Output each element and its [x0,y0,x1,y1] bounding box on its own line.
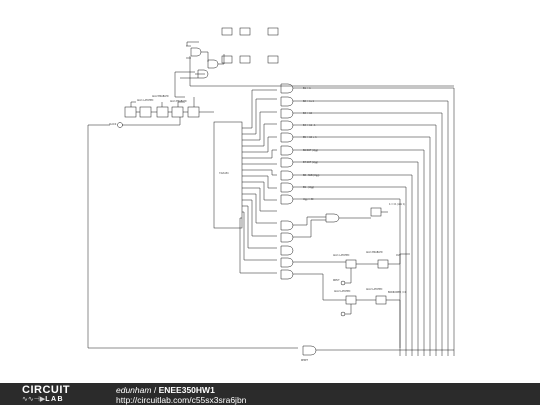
top-gate-2[interactable] [207,59,219,69]
right-bus [87,56,455,356]
clock-source[interactable] [117,122,123,128]
decoder[interactable]: 74LS154 [213,121,243,229]
logo-text-bottom: LAB [45,396,65,403]
clock-input-label: CLOCK [109,123,117,126]
reg-3[interactable] [156,106,169,118]
latch-label-d: ALU2 LATCHED [366,288,383,291]
gate-flag-3[interactable] [280,245,294,256]
gate-b8[interactable] [280,170,294,181]
top-latch-1[interactable] [221,27,233,36]
output-label-3: B3 = A0 [303,112,313,115]
gate-b6[interactable] [280,145,294,156]
output-label-7: B7 OUT (Ugg) [303,161,318,164]
gate-b7[interactable] [280,157,294,168]
latch-label-c: ALU2 LATCHED [334,290,351,293]
output-labels: B1 = A B2 = A+1 B3 = A0 B4 = A1 - 1 B5 =… [303,87,405,206]
decoder-label: 74LS154 [219,172,229,175]
reset-gate[interactable] [302,345,317,356]
top-latch-6[interactable] [267,55,279,64]
latch-d[interactable] [375,295,387,305]
bottom-gate-group[interactable]: RESET [301,345,454,362]
latch-label-b: ALU1 ENABLED [366,251,383,254]
misc-label-out: OUT [396,254,401,257]
reset-label: RESET [301,359,309,362]
latch-b[interactable] [377,259,389,269]
clock-source-3[interactable] [340,311,346,317]
latch-c[interactable] [345,295,357,305]
gate-b10[interactable] [280,194,294,205]
latch-label-1: ALU1 LATCHED [137,99,154,102]
output-label-2: B2 = A+1 [303,100,314,103]
gate-flag-4[interactable] [280,257,294,268]
output-label-5: B5 = A0 + 1 [303,136,317,139]
top-latch-4[interactable] [221,55,233,64]
latch-label-a: ALU1 LATCHED [333,254,350,257]
top-latch-group[interactable] [180,27,279,79]
schematic-canvas[interactable]: CLOCK ALU1 LATCHED ALU2 ENABLED ALU1 ENA… [0,0,540,383]
schematic-diagram: CLOCK ALU1 LATCHED ALU2 ENABLED ALU1 ENA… [87,27,455,362]
output-label-4: B4 = A1 - 1 [303,124,316,127]
output-label-9: B9 - (Ugg) [303,186,314,189]
waveform-icon: ∿∿⊣▶ [22,396,46,403]
logo-text-top: CIRCUIT [22,384,71,396]
latch-label-e: BORROWED / C0 [388,291,407,294]
input-register-chain[interactable]: CLOCK ALU1 LATCHED ALU2 ENABLED ALU1 ENA… [109,71,214,128]
gate-flag-2[interactable] [280,232,294,243]
footer-bar: CIRCUIT ∿∿⊣▶LAB edunham / ENEE350HW1 htt… [0,383,540,405]
flag-label: b = C1 (ALU 1) [389,203,405,206]
top-latch-2[interactable] [239,27,251,36]
author-link[interactable]: edunham [116,385,152,395]
clock-source-2[interactable] [340,280,346,286]
gate-b4[interactable] [280,120,294,131]
or-gate[interactable] [325,213,340,223]
circuit-title[interactable]: ENEE350HW1 [158,385,215,395]
gate-column[interactable] [239,83,388,280]
path-separator: / [153,385,157,395]
output-label-10: Ugg = 30 [303,198,314,201]
output-label-8: B8 - SUB (Ugg) [303,174,319,177]
latch-label-2: ALU2 ENABLED [152,95,169,98]
lower-latches[interactable]: ALU1 LATCHED ALU1 ENABLED OUT ALU2 LATCH… [293,251,410,348]
gate-b1[interactable] [280,83,294,94]
gate-flag-5[interactable] [280,269,294,280]
reg-5[interactable] [187,106,200,118]
top-latch-3[interactable] [267,27,279,36]
top-gate-1[interactable] [190,47,202,57]
gate-b9[interactable] [280,182,294,193]
reg-1[interactable] [124,106,137,118]
gate-flag-1[interactable] [280,220,294,231]
latch-a[interactable] [345,259,357,269]
reg-2[interactable] [139,106,152,118]
logo-text-bottom-row: ∿∿⊣▶LAB [22,396,64,404]
latch-input-label: INPUT [333,279,340,282]
decoder-body[interactable] [213,121,243,229]
circuitlab-logo[interactable]: CIRCUIT ∿∿⊣▶LAB [22,385,92,404]
author-line: edunham / ENEE350HW1 [116,385,215,395]
gate-b3[interactable] [280,108,294,119]
top-latch-5[interactable] [239,55,251,64]
reg-4[interactable] [171,106,184,118]
latch-label-3: ALU1 ENABLED [170,100,187,103]
circuit-url[interactable]: http://circuitlab.com/c55sx3sra6jbn [116,395,247,405]
output-label-1: B1 = A [303,87,311,90]
flag-latch[interactable] [370,207,382,217]
gate-b5[interactable] [280,132,294,143]
output-label-6: B6 NOT (Ugg) [303,149,318,152]
gate-b2[interactable] [280,96,294,107]
